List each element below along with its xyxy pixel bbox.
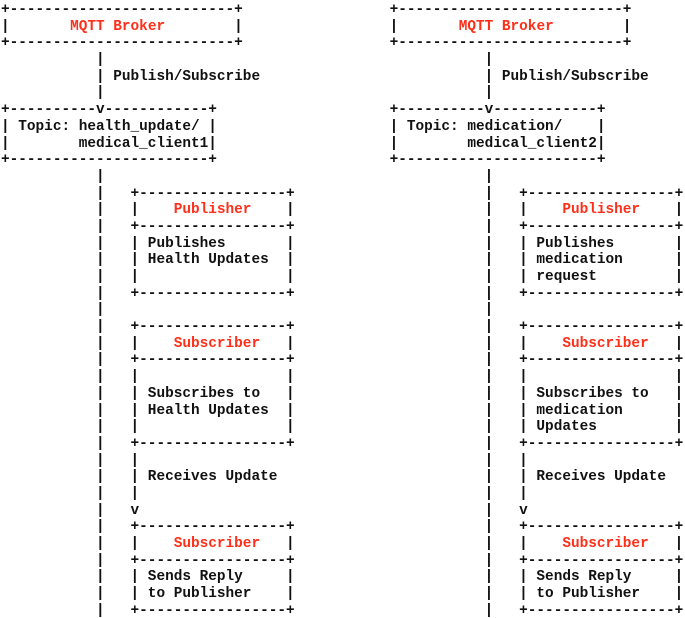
- right-subscriber-title: Subscriber: [562, 335, 649, 352]
- ascii-row: | Publish/Subscribe | Publish/Subscribe: [1, 69, 685, 86]
- ascii-text: |: [648, 335, 684, 352]
- ascii-row: | | | |: [1, 486, 685, 503]
- ascii-text: | Publish/Subscribe | Publish/Subscribe: [1, 68, 649, 85]
- ascii-row: | | Health Updates | | | medication |: [1, 252, 685, 269]
- ascii-row: | +-----------------+ | +---------------…: [1, 519, 685, 536]
- left-reply-subscriber-title: Subscriber: [173, 536, 261, 552]
- ascii-text: |: [648, 536, 684, 552]
- ascii-text: +--------------------------+ +----------…: [1, 2, 632, 18]
- left-subscriber-title: Subscriber: [173, 335, 261, 352]
- ascii-text: | | | | | |: [1, 369, 684, 386]
- ascii-row: | | Health Updates | | | medication |: [1, 403, 685, 420]
- ascii-text: | |: [1, 52, 494, 69]
- ascii-row: | Topic: health_update/ | | Topic: medic…: [1, 119, 685, 136]
- ascii-text: | |: [1, 168, 494, 185]
- ascii-text: | |: [1, 302, 494, 319]
- ascii-row: | +-----------------+ | +---------------…: [1, 219, 685, 236]
- right-broker-title: MQTT Broker: [458, 18, 554, 35]
- ascii-row: | | Publisher | | | Publisher |: [1, 202, 685, 219]
- ascii-text: | | | |: [1, 452, 528, 469]
- ascii-text: | |: [1, 335, 174, 352]
- ascii-text: | +-----------------+ | +---------------…: [1, 185, 684, 202]
- ascii-row: | MQTT Broker | | MQTT Broker |: [1, 19, 685, 36]
- ascii-text: +----------v------------+ +----------v--…: [1, 102, 606, 119]
- ascii-row: +--------------------------+ +----------…: [1, 2, 685, 19]
- ascii-text: | +-----------------+ | +---------------…: [1, 602, 684, 618]
- ascii-text: | +-----------------+ | +---------------…: [1, 285, 684, 302]
- ascii-row: | +-----------------+ | +---------------…: [1, 436, 685, 453]
- ascii-text: | | |: [260, 536, 563, 552]
- ascii-text: | +-----------------+ | +---------------…: [1, 319, 684, 336]
- ascii-row: | | Subscriber | | | Subscriber |: [1, 336, 685, 353]
- ascii-text: | Topic: health_update/ | | Topic: medic…: [1, 118, 606, 135]
- ascii-row: | +-----------------+ | +---------------…: [1, 603, 685, 618]
- ascii-text: |: [1, 18, 71, 35]
- ascii-row: | medical_client1| | medical_client2|: [1, 136, 685, 153]
- ascii-row: | +-----------------+ | +---------------…: [1, 553, 685, 570]
- ascii-text: +-----------------------+ +-------------…: [1, 152, 606, 169]
- ascii-text: | | Health Updates | | | medication |: [1, 402, 684, 419]
- ascii-row: | | | | | request |: [1, 269, 685, 286]
- ascii-text: | medical_client1| | medical_client2|: [1, 135, 606, 152]
- right-reply-subscriber-title: Subscriber: [562, 536, 649, 552]
- ascii-row: | +-----------------+ | +---------------…: [1, 319, 685, 336]
- ascii-text: | | |: [251, 202, 563, 219]
- left-broker-title: MQTT Broker: [70, 18, 166, 35]
- ascii-row: +--------------------------+ +----------…: [1, 35, 685, 52]
- ascii-text: |: [640, 202, 684, 219]
- ascii-row: | | | | | |: [1, 369, 685, 386]
- left-publisher-title: Publisher: [173, 202, 252, 219]
- ascii-text: | | Health Updates | | | medication |: [1, 252, 684, 269]
- ascii-row: | |: [1, 169, 685, 186]
- ascii-row: | | Publishes | | | Publishes |: [1, 236, 685, 253]
- ascii-text: | |: [1, 202, 174, 219]
- ascii-text: | v | v: [1, 502, 528, 519]
- ascii-row: | |: [1, 85, 685, 102]
- ascii-text: | | Publishes | | | Publishes |: [1, 235, 684, 252]
- ascii-row: | |: [1, 52, 685, 69]
- ascii-text: | |: [1, 85, 494, 102]
- ascii-row: | |: [1, 302, 685, 319]
- ascii-text: | | | | | request |: [1, 269, 684, 285]
- ascii-text: | +-----------------+ | +---------------…: [1, 218, 684, 235]
- ascii-row: | | Receives Update | | Receives Update: [1, 469, 685, 486]
- ascii-text: | | | | | Updates |: [1, 419, 684, 436]
- ascii-text: | +-----------------+ | +---------------…: [1, 352, 684, 369]
- ascii-row: | | Subscriber | | | Subscriber |: [1, 536, 685, 553]
- ascii-row: | v | v: [1, 503, 685, 520]
- ascii-text: | +-----------------+ | +---------------…: [1, 435, 684, 452]
- ascii-text: | +-----------------+ | +---------------…: [1, 552, 684, 569]
- ascii-text: | |: [165, 18, 459, 35]
- ascii-text: | +-----------------+ | +---------------…: [1, 519, 684, 536]
- ascii-row: | +-----------------+ | +---------------…: [1, 186, 685, 203]
- ascii-row: | | Sends Reply | | | Sends Reply |: [1, 569, 685, 586]
- ascii-text: +--------------------------+ +----------…: [1, 35, 632, 52]
- ascii-row: | +-----------------+ | +---------------…: [1, 352, 685, 369]
- ascii-text: |: [553, 18, 632, 35]
- ascii-text: | | to Publisher | | | to Publisher |: [1, 586, 684, 603]
- ascii-row: | | to Publisher | | | to Publisher |: [1, 586, 685, 603]
- ascii-row: | | | | | Updates |: [1, 419, 685, 436]
- ascii-text: | |: [1, 536, 174, 552]
- ascii-text: | | |: [260, 335, 563, 352]
- ascii-row: | +-----------------+ | +---------------…: [1, 286, 685, 303]
- ascii-row: +-----------------------+ +-------------…: [1, 152, 685, 169]
- ascii-text: | | Subscribes to | | | Subscribes to |: [1, 385, 684, 402]
- right-publisher-title: Publisher: [562, 202, 641, 219]
- ascii-row: | | | |: [1, 453, 685, 470]
- ascii-row: | | Subscribes to | | | Subscribes to |: [1, 386, 685, 403]
- ascii-text: | | Receives Update | | Receives Update: [1, 469, 666, 486]
- ascii-row: +----------v------------+ +----------v--…: [1, 102, 685, 119]
- ascii-text: | | Sends Reply | | | Sends Reply |: [1, 569, 684, 586]
- ascii-text: | | | |: [1, 485, 528, 502]
